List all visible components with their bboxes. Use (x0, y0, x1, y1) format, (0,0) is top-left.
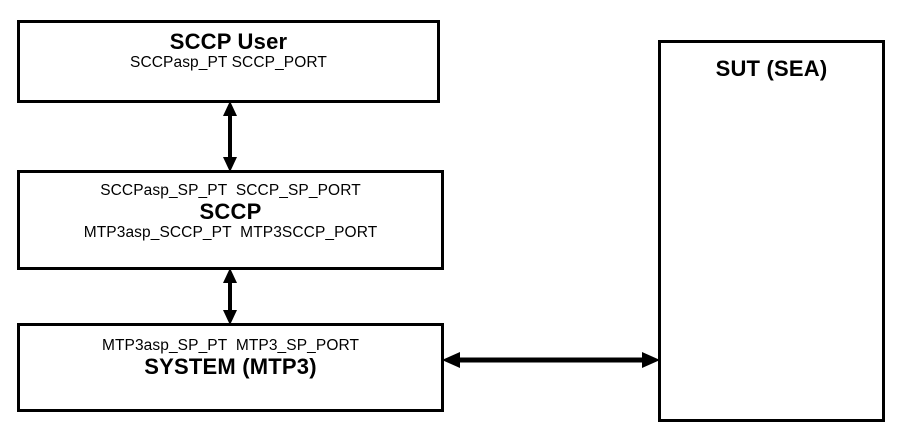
connector-system-mtp3-to-sut (442, 347, 660, 373)
box-sccp-ports-top: SCCPasp_SP_PT SCCP_SP_PORT (100, 182, 361, 199)
box-sut-title: SUT (SEA) (715, 56, 828, 81)
box-sccp-title: SCCP (199, 199, 262, 224)
box-sut[interactable]: SUT (SEA) (658, 40, 885, 422)
box-sccp-user[interactable]: SCCP User SCCPasp_PT SCCP_PORT (17, 20, 440, 103)
box-sccp-user-title: SCCP User (169, 29, 288, 54)
connector-sccp-user-to-sccp (217, 101, 243, 172)
box-system-mtp3-title: SYSTEM (MTP3) (144, 354, 317, 379)
box-system-mtp3[interactable]: MTP3asp_SP_PT MTP3_SP_PORT SYSTEM (MTP3) (17, 323, 444, 412)
box-system-mtp3-ports: MTP3asp_SP_PT MTP3_SP_PORT (101, 337, 360, 354)
double-arrow-horizontal-icon (442, 352, 660, 368)
double-arrow-vertical-icon (223, 101, 237, 172)
box-sccp-user-ports: SCCPasp_PT SCCP_PORT (130, 54, 327, 71)
double-arrow-vertical-icon (223, 268, 237, 325)
connector-sccp-to-system-mtp3 (217, 268, 243, 325)
box-sccp[interactable]: SCCPasp_SP_PT SCCP_SP_PORT SCCP MTP3asp_… (17, 170, 444, 270)
box-sccp-ports-bottom: MTP3asp_SCCP_PT MTP3SCCP_PORT (83, 224, 378, 241)
